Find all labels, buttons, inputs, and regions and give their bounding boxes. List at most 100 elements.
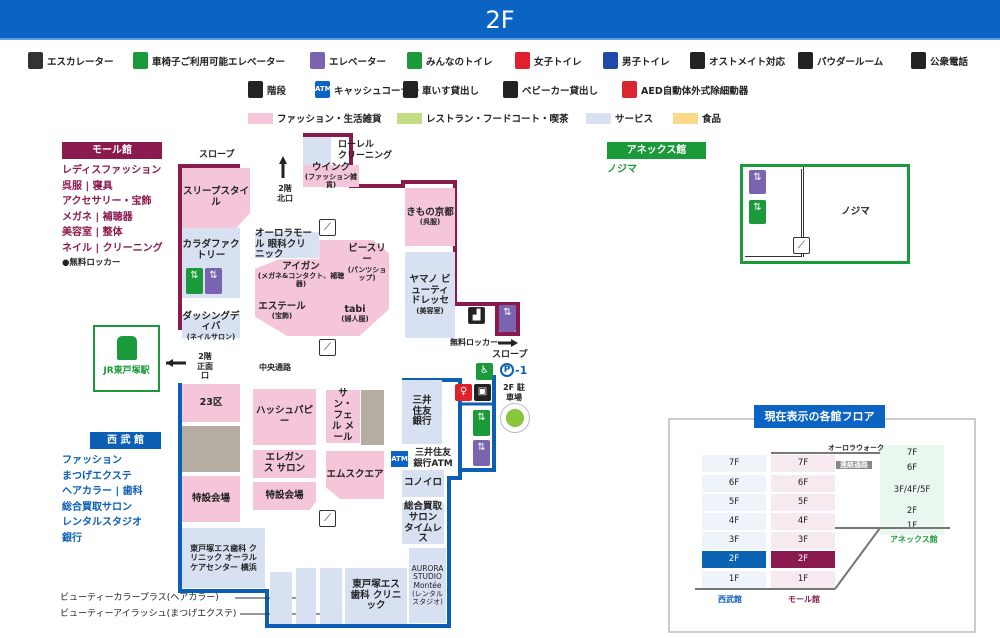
north-exit-label[interactable]: 2階 北口 — [277, 184, 293, 203]
shop-b-three[interactable]: ビースリー(パンツショップ) — [345, 243, 389, 282]
floor-annex[interactable]: 1F — [880, 518, 944, 535]
seibu-category: レンタルスタジオ — [62, 517, 142, 528]
floor-annex[interactable]: 3F/4F/5F — [880, 477, 944, 503]
all-gender-toilet-icon: ♿ — [476, 363, 493, 380]
shop-estaile[interactable]: エステール(宝飾) — [257, 298, 307, 324]
mall-heading: モール館 — [62, 142, 162, 159]
shop-smbc-bank[interactable]: 三井住友 銀行 — [402, 380, 442, 444]
smbc-atm[interactable]: 三井住友 銀行ATM — [413, 448, 453, 469]
laurel-label: ローレルクリーニング — [338, 140, 392, 162]
shop-sub: (メガネ&コンタクト、補聴器) — [257, 272, 345, 289]
shop-name: 23区 — [199, 396, 223, 408]
floor-mall[interactable]: 1F — [771, 571, 835, 588]
shop-hush-puppies[interactable]: ハッシュパピー — [253, 389, 316, 445]
floor-seibu[interactable]: 6F — [702, 475, 766, 492]
shop-m-square[interactable]: エムスクエア — [326, 451, 384, 499]
shop-sub: クリーニング — [338, 150, 393, 161]
floor-mall[interactable]: 3F — [771, 532, 835, 549]
floor-mall[interactable]: 7F — [771, 455, 835, 472]
floor-mall[interactable]: 6F — [771, 475, 835, 492]
seibu-category: まつげエクステ — [62, 470, 132, 482]
seibu-category: 銀行 — [62, 532, 82, 544]
shop-laurel-cleaning[interactable] — [303, 137, 331, 165]
shop-name: スリープスタイル — [183, 186, 249, 208]
shop-sub: (宝飾) — [271, 312, 293, 321]
elevator-icon — [310, 52, 325, 69]
shop-special-venue-2[interactable]: 特設会場 — [253, 482, 316, 510]
locker-note: ●無料ロッカー — [62, 258, 121, 268]
shop-sub: (ファッション雑貨) — [304, 173, 358, 190]
shop-name: ダッシングディバ — [182, 310, 240, 333]
shop-aurora-eye-clinic[interactable]: オーロラモール 眼科クリニック — [255, 228, 319, 260]
shop-aigan[interactable]: アイガン(メガネ&コンタクト、補聴器) — [257, 261, 345, 289]
current-floor-mall[interactable]: 2F — [771, 551, 835, 568]
shop-23ku[interactable]: 23区 — [182, 384, 240, 422]
shop-name: エステール — [258, 300, 306, 312]
legend-label: 食品 — [702, 114, 722, 125]
floor-annex[interactable]: 2F — [880, 503, 944, 520]
legend-label: みんなのトイレ — [426, 56, 493, 68]
shop-konoiro[interactable]: コノイロ — [402, 470, 444, 497]
stroller-rental-icon — [503, 81, 518, 98]
floor-seibu[interactable]: 1F — [702, 571, 766, 588]
legend-label: エスカレーター — [47, 56, 114, 68]
shop-beauty-eyelash[interactable] — [320, 568, 342, 624]
legend-label: キャッシュコーナー — [334, 85, 420, 97]
shop-nojima[interactable]: ノジマ — [803, 167, 907, 257]
floor-seibu[interactable]: 4F — [702, 513, 766, 530]
mall-category: ネイル | クリーニング — [62, 242, 163, 254]
current-floor-seibu[interactable]: 2F — [702, 551, 766, 568]
stairs-icon: ▟ — [468, 307, 485, 324]
shop-dental-oral-care[interactable]: 東戸塚エス歯科 クリニック オーラルケアセンター 横浜 — [182, 528, 265, 588]
apple-logo-icon — [500, 403, 530, 433]
legend-label: AED自動体外式除細動器 — [641, 85, 749, 97]
ostomate-icon: ▣ — [474, 384, 491, 401]
front-exit-label[interactable]: 2階 正面口 — [197, 352, 213, 381]
shop-dental-clinic[interactable]: 東戸塚エス歯科 クリニック — [345, 568, 407, 624]
shop-beauty-color-plus[interactable] — [270, 572, 292, 624]
parking-icon: P — [500, 363, 514, 377]
floor-title: 2F — [0, 0, 1000, 40]
shop-special-venue-1[interactable]: 特設会場 — [182, 476, 240, 522]
floor-mall[interactable]: 4F — [771, 513, 835, 530]
legend-category: サービス — [586, 111, 653, 125]
floor-seibu[interactable]: 5F — [702, 494, 766, 511]
floor-annex[interactable]: 6F — [880, 460, 944, 477]
escalator-icon — [28, 52, 43, 69]
shop-yamano-beauty[interactable]: ヤマノ ビューティ ドレッセ(美容室) — [405, 252, 455, 338]
legend-item: エスカレーター — [28, 52, 114, 69]
shop-name: カラダファクトリー — [182, 239, 240, 261]
mall-category: 美容室 | 整体 — [62, 227, 123, 238]
shop-timeless[interactable]: 総合買取 サロン タイムレス — [402, 500, 444, 545]
shop-name: 総合買取 サロン タイムレス — [404, 500, 443, 545]
closed-area — [361, 390, 384, 445]
shop-vacant[interactable] — [296, 568, 316, 624]
shop-sun-felmere[interactable]: サン・ フェル メール — [326, 388, 360, 443]
shop-sub: (呉服) — [419, 218, 441, 227]
escalator-icon: ⟋ — [319, 510, 336, 527]
jr-station-box[interactable]: JR東戸塚駅 — [93, 325, 160, 392]
shop-wink[interactable]: ウインク(ファッション雑貨) — [303, 162, 359, 190]
central-passage-label: 中央通路 — [259, 363, 291, 372]
shop-elegance-salon[interactable]: エレガンス サロン — [253, 450, 316, 478]
shop-kimono-kyoto[interactable]: きもの京都(呉服) — [405, 188, 455, 246]
shop-name: エムスクエア — [326, 468, 384, 480]
shop-name: 東戸塚エス歯科 クリニック — [350, 578, 402, 612]
annex-floor-label: アネックス館 — [890, 535, 938, 544]
legend-item: オストメイト対応 — [690, 52, 785, 69]
floor-seibu[interactable]: 3F — [702, 532, 766, 549]
floor-mall[interactable]: 5F — [771, 494, 835, 511]
legend-item: AED自動体外式除細動器 — [622, 81, 748, 98]
shop-sleep-style[interactable]: スリープスタイル — [182, 168, 250, 228]
shop-name: コノイロ — [403, 477, 442, 489]
floor-seibu[interactable]: 7F — [702, 455, 766, 472]
shop-name: AURORA STUDIO Montée — [411, 563, 444, 590]
parking-label[interactable]: 2F 駐車場 — [503, 383, 525, 402]
shop-sub: (レンタル スタジオ) — [412, 590, 443, 607]
shop-dashing-diva[interactable]: ダッシングディバ(ネイルサロン) — [182, 310, 240, 341]
shop-aurora-studio[interactable]: AURORA STUDIO Montée(レンタル スタジオ) — [409, 548, 446, 623]
escalator-icon: ⟋ — [319, 339, 336, 356]
shop-tabi[interactable]: tabi(婦人服) — [320, 302, 390, 326]
floor-annex[interactable]: 7F — [880, 445, 944, 462]
